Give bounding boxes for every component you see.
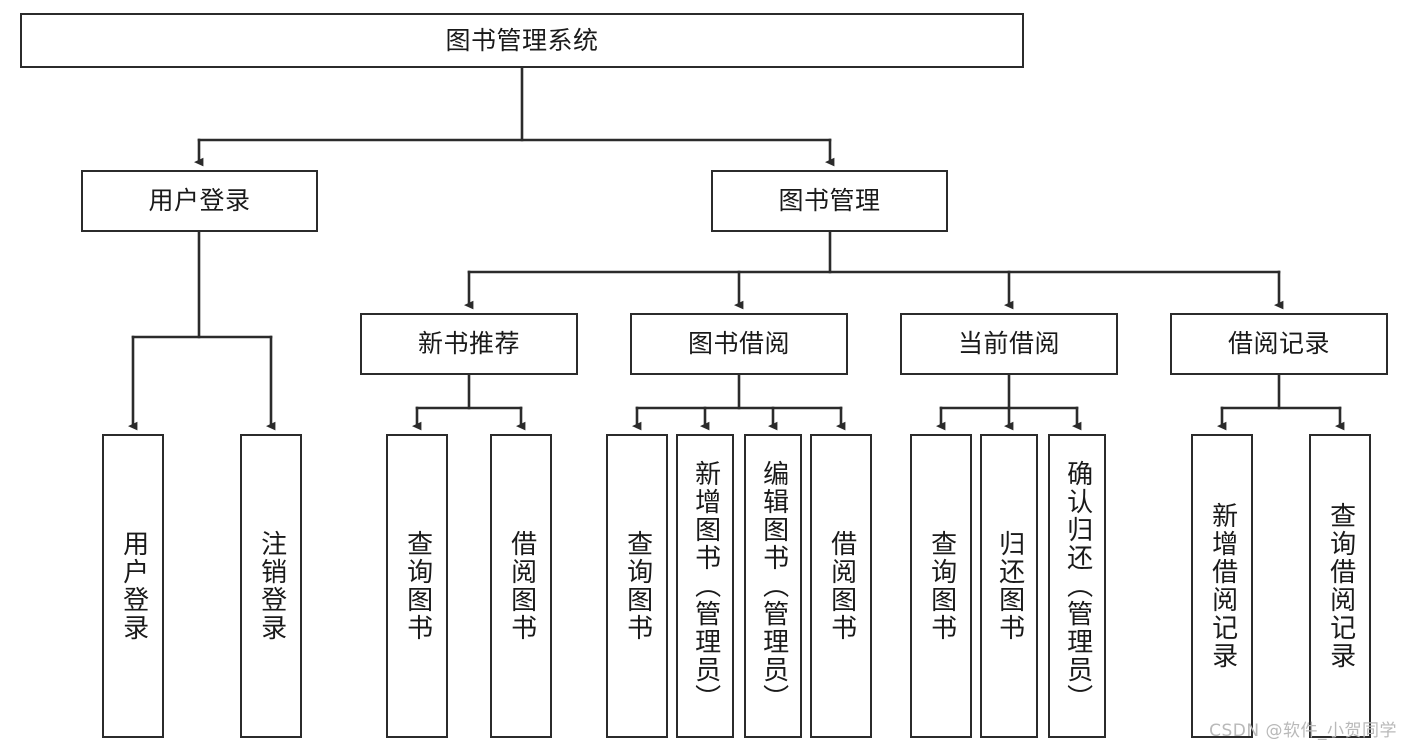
node-label: 用户登录 (148, 186, 251, 216)
node-label: 注销登录 (256, 530, 287, 642)
leaf-query-borrow-record[interactable]: 查询借阅记录 (1309, 434, 1371, 738)
node-label: 确认归还（管理员） (1062, 460, 1093, 712)
node-label: 新增图书（管理员） (690, 460, 721, 712)
leaf-logout-login[interactable]: 注销登录 (240, 434, 302, 738)
node-label: 借阅图书 (506, 530, 537, 642)
node-label: 归还图书 (994, 530, 1025, 642)
node-current-borrow[interactable]: 当前借阅 (900, 313, 1118, 375)
node-label: 查询图书 (926, 530, 957, 642)
node-label: 新书推荐 (417, 329, 520, 359)
leaf-borrow-book[interactable]: 借阅图书 (810, 434, 872, 738)
node-label: 新增借阅记录 (1207, 502, 1238, 670)
node-label: 查询图书 (622, 530, 653, 642)
leaf-user-login[interactable]: 用户登录 (102, 434, 164, 738)
leaf-query-book-borrow[interactable]: 查询图书 (606, 434, 668, 738)
node-book-management[interactable]: 图书管理 (711, 170, 948, 232)
node-label: 查询借阅记录 (1325, 502, 1356, 670)
node-label: 编辑图书（管理员） (758, 460, 789, 712)
node-label: 图书借阅 (687, 329, 790, 359)
leaf-add-book-admin[interactable]: 新增图书（管理员） (676, 434, 734, 738)
leaf-query-book-recommend[interactable]: 查询图书 (386, 434, 448, 738)
node-label: 当前借阅 (957, 329, 1060, 359)
node-label: 借阅图书 (826, 530, 857, 642)
node-borrow-record[interactable]: 借阅记录 (1170, 313, 1388, 375)
leaf-confirm-return-admin[interactable]: 确认归还（管理员） (1048, 434, 1106, 738)
node-label: 图书管理系统 (445, 25, 599, 55)
node-label: 查询图书 (402, 530, 433, 642)
leaf-borrow-book-recommend[interactable]: 借阅图书 (490, 434, 552, 738)
node-root-book-management-system[interactable]: 图书管理系统 (20, 13, 1024, 68)
node-user-login[interactable]: 用户登录 (81, 170, 318, 232)
node-label: 借阅记录 (1227, 329, 1330, 359)
leaf-edit-book-admin[interactable]: 编辑图书（管理员） (744, 434, 802, 738)
node-label: 用户登录 (118, 530, 149, 642)
node-new-book-recommend[interactable]: 新书推荐 (360, 313, 578, 375)
node-label: 图书管理 (778, 186, 881, 216)
node-book-borrow[interactable]: 图书借阅 (630, 313, 848, 375)
leaf-return-book[interactable]: 归还图书 (980, 434, 1038, 738)
leaf-query-book-current[interactable]: 查询图书 (910, 434, 972, 738)
watermark: CSDN @软件_小贺同学 (1209, 721, 1397, 741)
leaf-add-borrow-record[interactable]: 新增借阅记录 (1191, 434, 1253, 738)
